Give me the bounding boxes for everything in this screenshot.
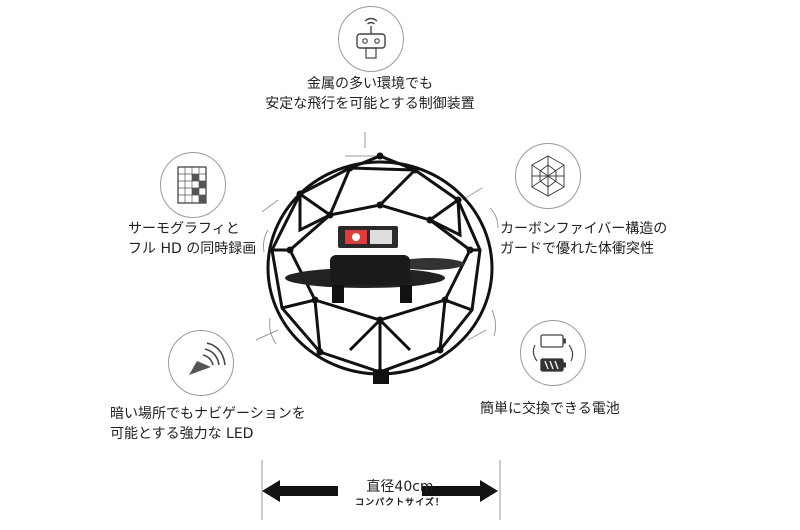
feature-right-upper-label: カーボンファイバー構造の ガードで優れた体衝突性 [500, 219, 700, 259]
feature-left-lower-label: 暗い場所でもナビゲーションを 可能とする強力な LED [110, 404, 340, 444]
feature-left-upper-line1: サーモグラフィと [128, 221, 240, 237]
geodesic-cage-icon [515, 143, 581, 209]
feature-left-upper-line2: フル HD の同時録画 [128, 241, 257, 257]
drone-body [285, 226, 464, 384]
cage-nodes [286, 152, 474, 376]
feature-left-upper-label: サーモグラフィと フル HD の同時録画 [128, 219, 288, 259]
feature-right-lower-label: 簡単に交換できる電池 [480, 399, 660, 419]
feature-top-line2: 安定な飛行を可能とする制御装置 [265, 96, 475, 112]
feature-left-lower-line1: 暗い場所でもナビゲーションを [110, 406, 306, 422]
thermal-grid-icon [160, 152, 226, 218]
geodesic-cage [266, 154, 494, 376]
size-label: 直径40cm [366, 479, 434, 495]
size-note: コンパクトサイズ！ [355, 498, 445, 508]
feature-right-lower-line1: 簡単に交換できる電池 [480, 401, 620, 417]
remote-controller-icon [338, 6, 404, 72]
feature-top-line1: 金属の多い環境でも [307, 76, 433, 92]
callout-lines [255, 132, 501, 520]
feature-right-upper-line2: ガードで優れた体衝突性 [500, 241, 654, 257]
feature-left-lower-line2: 可能とする強力な LED [110, 426, 254, 442]
feature-top-label: 金属の多い環境でも 安定な飛行を可能とする制御装置 [240, 74, 500, 114]
battery-swap-icon [520, 320, 586, 386]
feature-right-upper-line1: カーボンファイバー構造の [500, 221, 668, 237]
led-light-icon [168, 330, 234, 396]
